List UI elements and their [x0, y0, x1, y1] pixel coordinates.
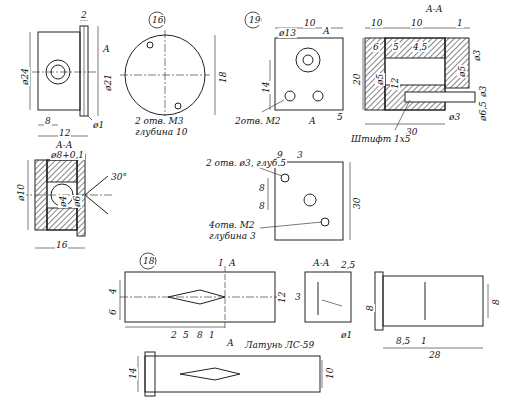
- dimension-label: 14: [128, 367, 138, 380]
- dimension-label: ø1: [92, 120, 105, 130]
- dimension-label: 8: [365, 304, 375, 312]
- dimension-label: 6: [372, 42, 380, 52]
- dimension-label: 10: [370, 18, 383, 28]
- dimension-label: А-А: [55, 140, 74, 150]
- dimension-label: 16: [55, 240, 68, 250]
- dimension-label: 8: [258, 201, 266, 211]
- dimension-label: 1: [420, 336, 428, 346]
- dimension-label: 20: [352, 73, 362, 86]
- dimension-label: 8: [196, 330, 204, 340]
- dimension-label: 8: [258, 183, 266, 193]
- dimension-label: 8: [44, 116, 52, 126]
- dimension-label: Латунь ЛС-59: [244, 340, 315, 350]
- dimension-label: 4: [108, 287, 118, 295]
- dimension-label: 18: [142, 256, 155, 266]
- dimension-label: ø6,5: [478, 100, 488, 122]
- dimension-label: 10: [410, 18, 423, 28]
- dimension-label: А: [308, 116, 317, 126]
- dimension-label: 18: [218, 71, 228, 84]
- dimension-label: ø3: [478, 85, 488, 98]
- dimension-label: 1: [456, 18, 464, 28]
- dimension-label: 2отв. М2: [234, 116, 282, 126]
- dimension-label: 30: [352, 197, 362, 210]
- dimension-label: 10: [325, 367, 335, 380]
- dimension-label: 2 отв. М3: [134, 116, 184, 126]
- dimension-label: 12: [390, 77, 400, 90]
- dimension-label: 5: [392, 42, 400, 52]
- dimension-label: 5: [182, 330, 190, 340]
- dimension-label: 8: [491, 298, 501, 306]
- dimension-label: 4,5: [412, 42, 428, 52]
- dimension-label: 14: [261, 81, 271, 94]
- dimension-label: глубина 10: [134, 127, 188, 137]
- dimension-label: А: [226, 338, 235, 348]
- dimension-label: 1: [208, 330, 216, 340]
- dimension-label: ø5: [375, 73, 385, 86]
- dimension-label: ø13: [278, 28, 297, 38]
- dimension-label: А-А: [312, 258, 331, 268]
- dimension-label: ø6: [72, 195, 82, 208]
- dimension-label: А: [322, 26, 331, 36]
- dimension-label: 6: [108, 308, 118, 316]
- dimension-label: 2: [80, 10, 88, 20]
- dimension-label: ø21: [103, 73, 113, 92]
- dimension-label: ø10: [16, 183, 26, 202]
- dimension-label: Штифт 1х5: [350, 134, 412, 144]
- dimension-label: 8,5: [395, 336, 411, 346]
- dimension-label: ø4: [58, 195, 68, 208]
- dimension-label: 16: [151, 15, 164, 25]
- dimension-label: 2,5: [340, 260, 356, 270]
- dimension-label: ø24: [20, 67, 30, 86]
- dimension-label: 3: [296, 150, 304, 160]
- dimension-label: ø3: [472, 49, 482, 62]
- dimension-label: 30°: [110, 172, 128, 182]
- dimension-label: А-А: [425, 4, 444, 14]
- dimension-label: ø5: [457, 65, 467, 78]
- dimension-label: 28: [428, 350, 441, 360]
- dimension-label: 12: [277, 291, 287, 304]
- dimension-label: 2: [170, 330, 178, 340]
- dimension-label: А: [228, 258, 237, 268]
- dimension-label: 2 отв. ø3, глуб.5: [205, 158, 287, 168]
- dimension-label: 3: [294, 292, 302, 302]
- dimension-label: I: [218, 258, 224, 268]
- dimension-label: ø3: [448, 112, 461, 122]
- dimension-label: 10: [303, 18, 316, 28]
- dimension-label: 12: [58, 128, 71, 138]
- dimension-label: глубина 3: [208, 231, 257, 241]
- dimension-label: 5: [336, 112, 344, 122]
- dimension-label: 19: [248, 15, 261, 25]
- dimension-label: ø1: [340, 330, 353, 340]
- dimension-label: ø8+0,1: [50, 150, 85, 160]
- dimension-label: 4отв. М2: [208, 220, 256, 230]
- dimension-label: А: [102, 44, 111, 54]
